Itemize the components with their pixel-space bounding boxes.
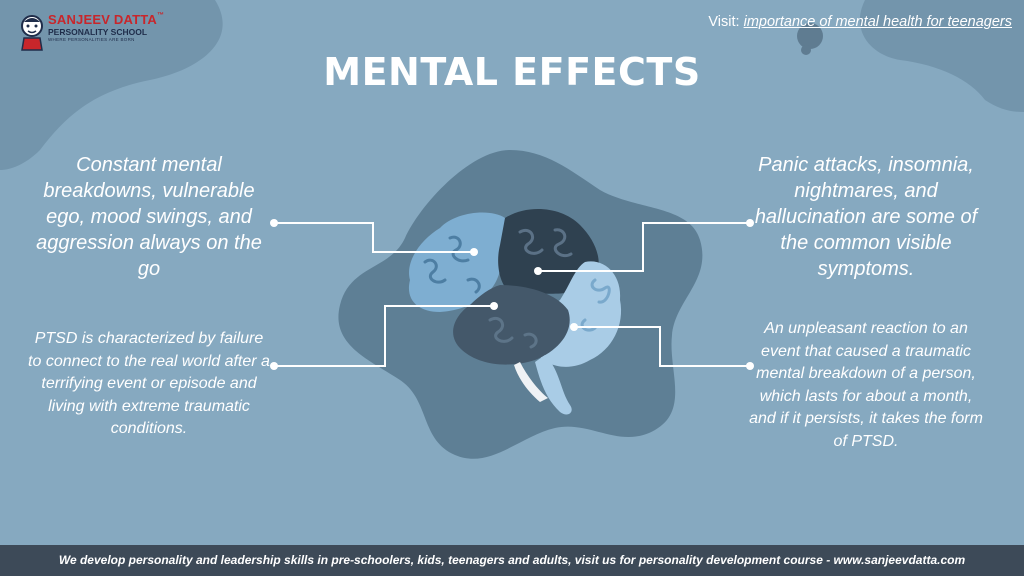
top-left-blob <box>0 0 223 170</box>
mascot-icon <box>21 15 43 51</box>
logo-name: SANJEEV DATTA™ <box>48 12 165 27</box>
logo-subtitle: PERSONALITY SCHOOL <box>48 27 148 37</box>
footer-banner: We develop personality and leadership sk… <box>0 545 1024 576</box>
connector-lines <box>274 222 750 367</box>
visit-prefix: Visit: <box>708 14 744 30</box>
point-bottom-left: PTSD is characterized by failure to conn… <box>28 330 270 437</box>
visit-link[interactable]: importance of mental health for teenager… <box>743 14 1012 30</box>
thought-bubble-large <box>797 23 823 49</box>
point-bottom-right: An unpleasant reaction to an event that … <box>749 320 983 450</box>
top-right-blob <box>859 0 1024 112</box>
point-top-left: Constant mental breakdowns, vulnerable e… <box>36 154 262 280</box>
logo-tagline: WHERE PERSONALITIES ARE BORN <box>48 37 135 42</box>
point-top-right: Panic attacks, insomnia, nightmares, and… <box>754 154 978 280</box>
page-title: MENTAL EFFECTS <box>323 50 701 94</box>
brain-illustration <box>408 208 622 415</box>
visit-line: Visit: importance of mental health for t… <box>708 14 1012 30</box>
connector-dots <box>270 219 754 370</box>
thought-bubble-small <box>801 45 811 55</box>
school-logo[interactable] <box>14 12 154 54</box>
